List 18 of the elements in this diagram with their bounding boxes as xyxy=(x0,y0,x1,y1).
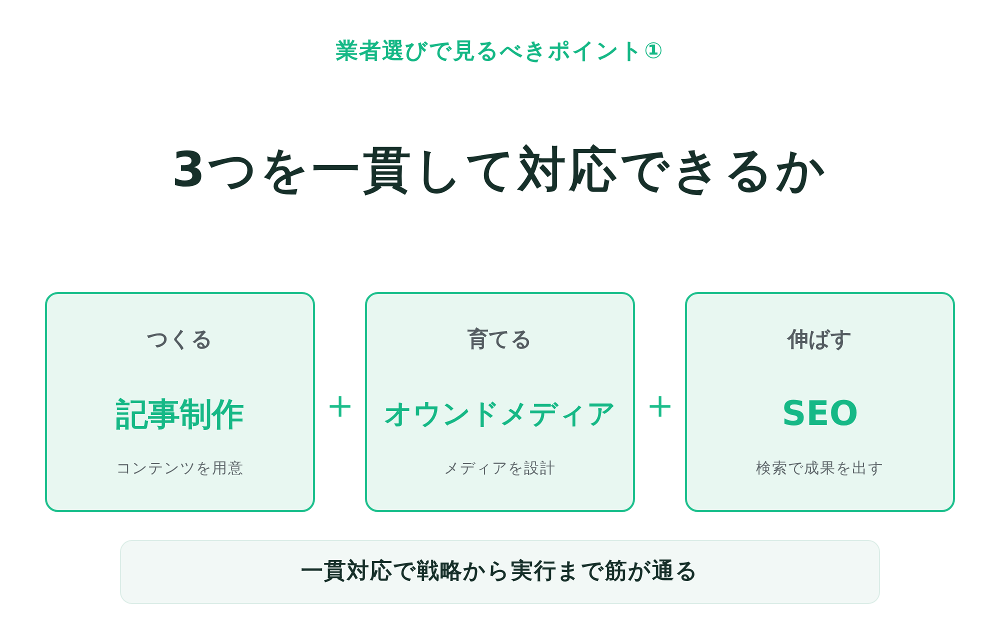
card-description: メディアを設計 xyxy=(444,458,556,479)
service-card xyxy=(365,292,635,512)
card-label: つくる xyxy=(147,326,213,353)
card-title: 記事制作 xyxy=(116,394,244,435)
card-description: 検索で成果を出す xyxy=(756,458,884,479)
card-title: SEO xyxy=(782,393,858,436)
card-label: 伸ばす xyxy=(788,326,852,353)
heading: 3つを一貫して対応できるか xyxy=(170,141,830,200)
summary-panel xyxy=(120,540,880,604)
plus-sign: ＋ xyxy=(640,383,680,427)
plus-sign: ＋ xyxy=(320,383,360,427)
service-card xyxy=(685,292,955,512)
service-card xyxy=(45,292,315,512)
summary-text: 一貫対応で戦略から実行まで筋が通る xyxy=(301,558,699,586)
card-title: オウンドメディア xyxy=(384,396,616,432)
card-description: コンテンツを用意 xyxy=(116,458,244,479)
card-label: 育てる xyxy=(468,326,532,353)
subheading: 業者選びで見るべきポイント① xyxy=(336,38,664,66)
